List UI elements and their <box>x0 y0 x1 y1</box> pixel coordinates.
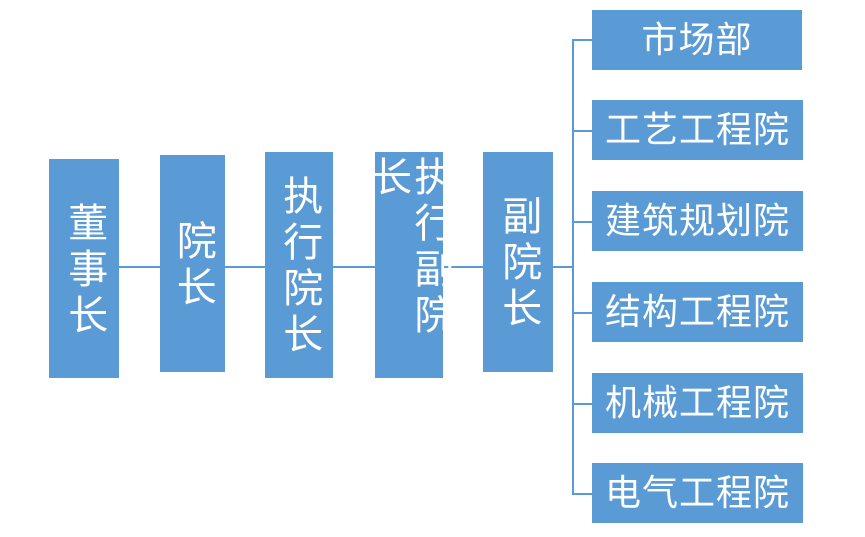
node-architecture-planning[interactable]: 建筑规划院 <box>592 191 803 251</box>
connector-stub-marketing <box>572 39 593 41</box>
node-president[interactable]: 院长 <box>160 155 225 372</box>
connector-exec-president-exec-vice-president <box>333 266 375 268</box>
connector-exec-vice-president-vice-president <box>443 266 483 268</box>
node-exec-vice-president[interactable]: 执行副院长 <box>366 152 453 378</box>
node-structural-engineering[interactable]: 结构工程院 <box>592 282 803 342</box>
node-exec-president[interactable]: 执行院长 <box>265 152 333 378</box>
connector-stub-process-engineering <box>572 130 593 132</box>
node-chairman[interactable]: 董事长 <box>49 159 119 378</box>
node-marketing[interactable]: 市场部 <box>592 10 802 70</box>
connector-chairman-president <box>119 266 160 268</box>
node-vice-president[interactable]: 副院长 <box>483 152 553 372</box>
connector-stub-structural-engineering <box>572 312 593 314</box>
connector-stub-architecture-planning <box>572 221 593 223</box>
node-mechanical-engineering[interactable]: 机械工程院 <box>592 373 803 433</box>
connector-vice-president-trunk <box>553 266 574 268</box>
node-process-engineering[interactable]: 工艺工程院 <box>592 100 803 160</box>
connector-stub-electrical-engineering <box>572 493 593 495</box>
connector-department-trunk <box>572 39 574 494</box>
connector-stub-mechanical-engineering <box>572 403 593 405</box>
node-electrical-engineering[interactable]: 电气工程院 <box>592 463 803 523</box>
connector-president-exec-president <box>225 266 265 268</box>
